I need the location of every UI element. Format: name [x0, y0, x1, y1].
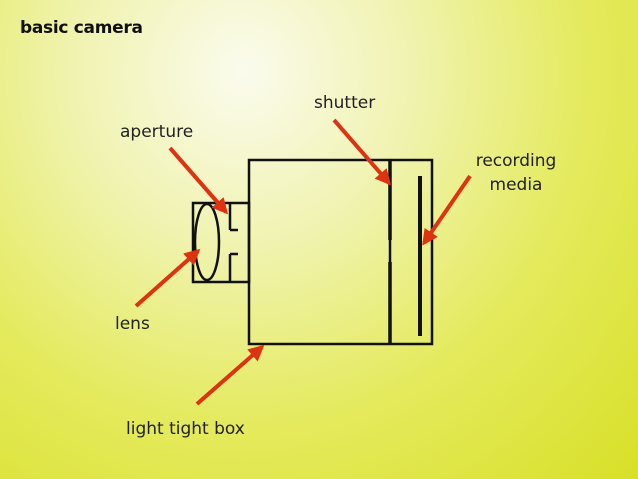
arrow-lens	[134, 248, 201, 308]
label-shutter: shutter	[314, 93, 376, 113]
label-light-tight-box: light tight box	[126, 419, 245, 439]
label-lens: lens	[115, 314, 150, 334]
arrow-shutter	[332, 118, 392, 186]
light-tight-box	[247, 158, 434, 346]
arrow-recording-media	[422, 174, 472, 246]
label-recording-line1: recording	[475, 151, 557, 171]
page-title: basic camera	[20, 18, 143, 38]
label-recording-line2: media	[489, 175, 543, 195]
label-aperture: aperture	[120, 122, 194, 142]
lens-element	[193, 202, 221, 282]
arrow-box	[195, 344, 265, 406]
arrow-aperture	[168, 146, 229, 215]
label-recording-media: recording media	[470, 149, 562, 197]
lens-housing	[191, 201, 251, 284]
